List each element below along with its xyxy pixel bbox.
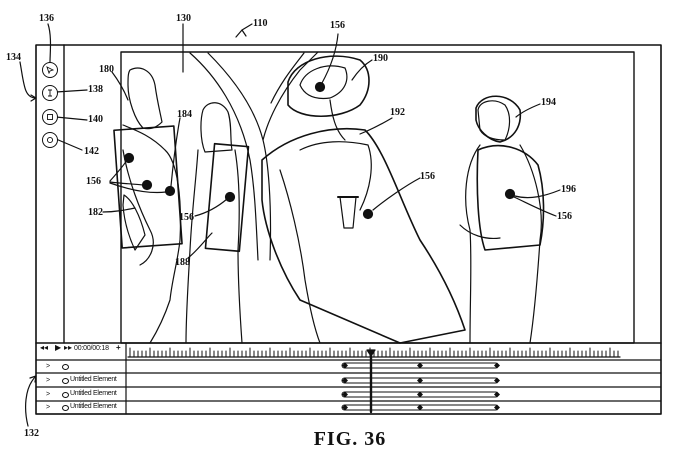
person-180-head (128, 68, 162, 129)
leader-192 (360, 118, 392, 134)
arrow-pointer-icon (46, 66, 54, 74)
person-192-hat (300, 66, 347, 98)
person-188-body-right (235, 150, 242, 343)
person-192-cup (340, 197, 356, 228)
leader-156-left-a (110, 160, 127, 181)
timeline-ticks (130, 348, 618, 357)
marker-188 (226, 193, 235, 202)
leader-156-right (514, 197, 556, 216)
person-180-bag (123, 195, 145, 250)
row-4-visibility-icon[interactable] (62, 405, 69, 411)
text-tool-button[interactable] (42, 85, 58, 101)
pointer-tool-button[interactable] (42, 62, 58, 78)
row-2-expand-chevron[interactable]: > (46, 377, 50, 384)
ellipse-tool-button[interactable] (42, 132, 58, 148)
leader-142 (56, 139, 82, 150)
leader-156-cup (373, 178, 420, 210)
row-2-visibility-icon[interactable] (62, 378, 69, 384)
person-192-scarf (300, 142, 371, 210)
leader-140 (56, 117, 87, 120)
row-3-label: Untitled Element (70, 390, 117, 397)
arrow-134 (20, 62, 36, 98)
rewind-button[interactable]: ◂◂ (40, 344, 48, 352)
leader-188 (188, 233, 212, 258)
leader-180 (112, 72, 128, 100)
person-192-coat (280, 170, 320, 343)
person-196-head (478, 101, 510, 140)
arrow-110 (236, 30, 246, 37)
row-3-visibility-icon[interactable] (62, 392, 69, 398)
marker-196 (506, 190, 515, 199)
row-1-expand-chevron[interactable]: > (46, 363, 50, 370)
person-188-body (186, 150, 198, 343)
forward-button[interactable]: ▸▸ (64, 344, 72, 352)
play-button[interactable]: ▶ (55, 344, 61, 352)
text-cursor-icon (46, 89, 54, 97)
add-element-button[interactable]: + (116, 344, 121, 352)
circle-icon (46, 136, 54, 144)
arrow-132 (26, 376, 36, 426)
row-3-expand-chevron[interactable]: > (46, 391, 50, 398)
marker-180-c (166, 187, 175, 196)
person-192-boundary (262, 129, 465, 343)
figure-caption: FIG. 36 (0, 428, 700, 451)
row-4-label: Untitled Element (70, 403, 117, 410)
person-196-body-right (520, 145, 541, 343)
leader-138 (56, 90, 87, 92)
person-192-face (330, 100, 345, 140)
arrow-110-shaft (242, 24, 252, 30)
timecode: 00:00/00:18 (74, 345, 109, 352)
leader-156-mid (195, 199, 227, 216)
row-1-visibility-icon[interactable] (62, 364, 69, 370)
square-icon (46, 113, 54, 121)
rectangle-tool-button[interactable] (42, 109, 58, 125)
canvas-frame (121, 52, 634, 343)
marker-180-b (143, 181, 152, 190)
row-4-expand-chevron[interactable]: > (46, 404, 50, 411)
marker-hat (316, 83, 325, 92)
leader-156-hat (322, 34, 338, 83)
row-2-label: Untitled Element (70, 376, 117, 383)
leader-136 (48, 24, 51, 62)
marker-cup (364, 210, 373, 219)
